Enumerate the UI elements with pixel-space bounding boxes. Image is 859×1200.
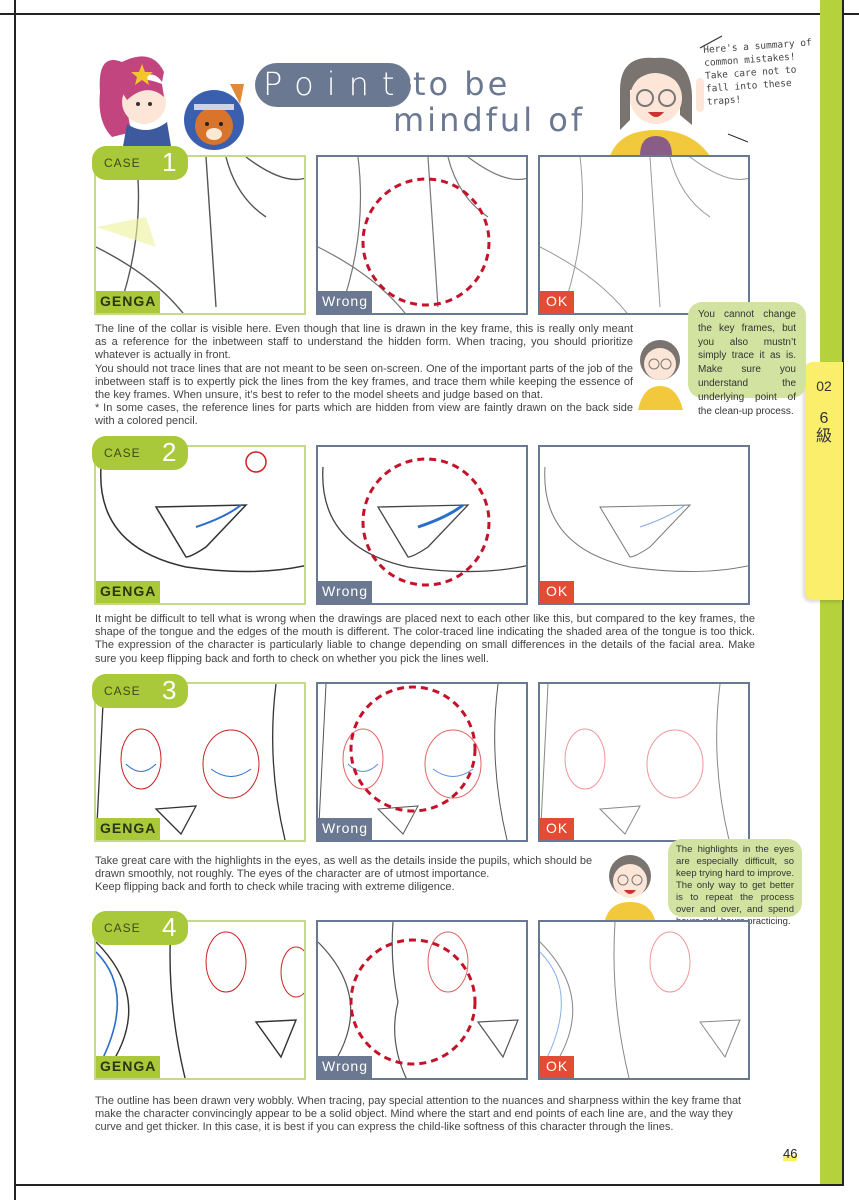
case-3-wrong-image: Wrong [316, 682, 528, 842]
ok-tag: OK [540, 581, 575, 603]
case-label: CASE [104, 446, 141, 460]
case-number: 3 [162, 675, 177, 705]
case-3-genga-image: GENGA [94, 682, 306, 842]
crop-mark [0, 13, 859, 15]
genga-tag: GENGA [96, 291, 161, 313]
case-label: CASE [104, 156, 141, 170]
case-4-ok-image: OK [538, 920, 750, 1080]
case-4-wrong-image: Wrong [316, 920, 528, 1080]
case-4-badge: CASE 4 [92, 911, 188, 945]
case-label: CASE [104, 921, 141, 935]
character-illustration-girl [92, 42, 182, 152]
grade-number: 6 [819, 410, 829, 427]
case-3-description: Take great care with the highlights in t… [95, 855, 593, 894]
genga-tag: GENGA [96, 581, 161, 603]
ok-tag: OK [540, 818, 575, 840]
case-2-badge: CASE 2 [92, 436, 188, 470]
case-1-tip-bubble: You cannot change the key frames, but yo… [688, 302, 806, 417]
case-2-genga-image: GENGA [94, 445, 306, 605]
case-2-ok-image: OK [538, 445, 750, 605]
genga-tag: GENGA [96, 818, 161, 840]
chapter-number: 02 [816, 378, 832, 394]
case-1-badge: CASE 1 [92, 146, 188, 180]
character-illustration-dog [182, 80, 252, 152]
case-2-wrong-image: Wrong [316, 445, 528, 605]
title-pill-background [255, 63, 411, 107]
genga-tag: GENGA [96, 1056, 161, 1078]
case-label: CASE [104, 684, 141, 698]
speech-line-decoration [699, 35, 749, 143]
character-illustration-teacher [600, 50, 720, 156]
case-4-genga-image: GENGA [94, 920, 306, 1080]
case-number: 2 [162, 437, 177, 467]
wrong-tag: Wrong [318, 818, 372, 840]
case-1-genga-image: GENGA [94, 155, 306, 315]
case-number: 4 [162, 912, 177, 942]
grade-kanji: 級 [815, 428, 832, 445]
case-1-description: The line of the collar is visible here. … [95, 323, 633, 428]
case-1-wrong-image: Wrong [316, 155, 528, 315]
title-line2: mindful of [393, 101, 586, 139]
grade-label: 6 級 [805, 410, 843, 446]
wrong-tag: Wrong [318, 1056, 372, 1078]
wrong-tag: Wrong [318, 581, 372, 603]
crop-mark [14, 0, 16, 1200]
case-3-badge: CASE 3 [92, 674, 188, 708]
case-1-ok-image: OK [538, 155, 750, 315]
chapter-tab[interactable]: 02 6 級 [805, 362, 843, 600]
wrong-tag: Wrong [318, 291, 372, 313]
teacher-avatar [600, 848, 660, 920]
title-highlight: Points [263, 65, 438, 103]
case-3-tip-bubble: The highlights in the eyes are especiall… [668, 839, 802, 927]
case-number: 1 [162, 147, 177, 177]
case-4-description: The outline has been drawn very wobbly. … [95, 1095, 742, 1134]
page-number: 46 [783, 1146, 798, 1161]
ok-tag: OK [540, 1056, 575, 1078]
case-3-ok-image: OK [538, 682, 750, 842]
page-edge [14, 1184, 844, 1186]
page-edge [842, 0, 844, 1186]
title-line1: to be [413, 65, 511, 103]
teacher-avatar [633, 330, 687, 410]
ok-tag: OK [540, 291, 575, 313]
case-2-description: It might be difficult to tell what is wr… [95, 613, 755, 665]
